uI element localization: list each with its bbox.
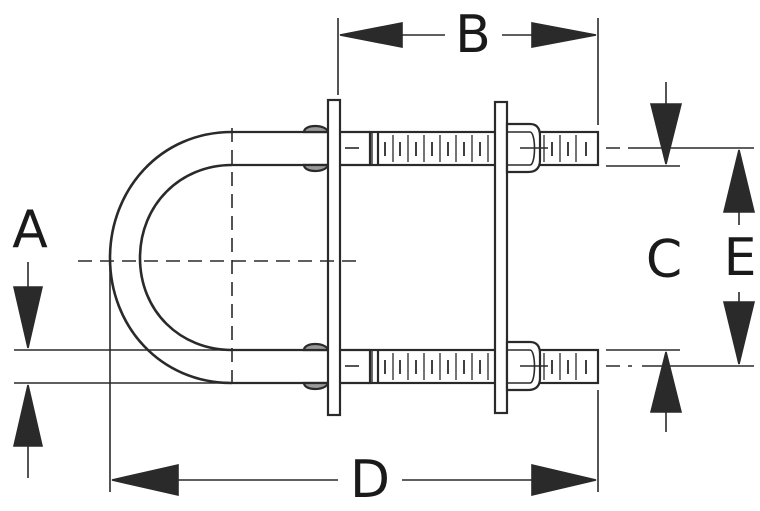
dimension-d <box>111 463 597 497</box>
lower-leg <box>232 348 370 385</box>
u-bend <box>108 130 233 385</box>
lower-thread <box>368 348 600 385</box>
upper-thread <box>368 130 600 167</box>
label-d: D <box>349 450 391 510</box>
upper-nut <box>505 122 548 174</box>
dimension-a <box>12 262 44 478</box>
lower-nut <box>505 340 548 392</box>
dimension-c <box>649 82 683 432</box>
upper-leg <box>232 130 370 167</box>
label-a: A <box>12 200 48 260</box>
label-e: E <box>723 228 757 288</box>
dimension-e <box>722 149 756 365</box>
label-b: B <box>455 5 491 65</box>
center-lines <box>78 128 632 392</box>
extension-lines <box>14 18 754 492</box>
dimension-b <box>339 22 597 48</box>
weld-beads <box>302 124 330 391</box>
plate-outer <box>493 100 509 415</box>
label-c: C <box>645 230 683 290</box>
plate-inner <box>326 98 342 417</box>
